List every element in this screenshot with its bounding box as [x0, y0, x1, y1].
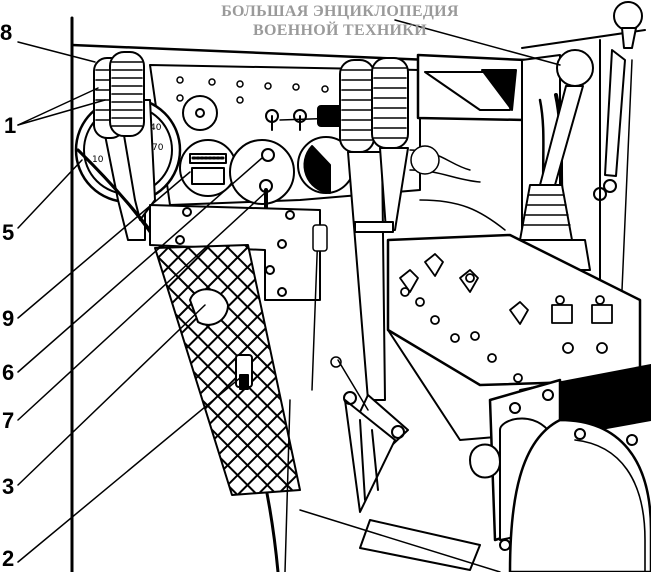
speedometer-tick-40: 40	[150, 123, 162, 133]
top-right-knob	[613, 1, 643, 49]
small-gauge	[182, 95, 218, 131]
half-black-gauge	[297, 136, 355, 194]
callout-leaders	[17, 19, 561, 563]
round-gauge	[229, 139, 295, 212]
callout-8: 8	[0, 20, 13, 45]
hull-frame	[70, 16, 432, 572]
gearbox	[469, 364, 651, 572]
linkage-rods	[311, 224, 369, 411]
watermark-line-2: ВОЕННОЙ ТЕХНИКИ	[253, 22, 427, 39]
floor-pedal	[189, 288, 253, 390]
lower-bar	[359, 519, 481, 571]
callout-9: 9	[2, 306, 15, 331]
callout-3: 3	[2, 474, 15, 499]
pedal-assembly	[343, 391, 409, 513]
callout-1: 1	[4, 113, 17, 138]
right-steering-levers	[339, 57, 409, 401]
left-steering-levers	[93, 51, 156, 241]
floor-plate	[154, 244, 301, 496]
transmission-housing	[386, 233, 642, 441]
speedometer-tick-70: 70	[152, 143, 164, 153]
floor-line	[284, 399, 291, 572]
cables	[409, 145, 506, 231]
speedometer-tick-10: 10	[92, 155, 104, 165]
watermark-line-1: БОЛЬШАЯ ЭНЦИКЛОПЕДИЯ	[221, 3, 459, 20]
side-frame	[149, 204, 321, 301]
callout-2: 2	[2, 546, 15, 571]
callout-5: 5	[2, 220, 15, 245]
callout-6: 6	[2, 360, 15, 385]
vision-block	[416, 53, 527, 122]
toggle-switches	[265, 109, 307, 131]
floor-edge	[299, 509, 501, 572]
panel-rivets	[176, 76, 329, 104]
callout-7: 7	[2, 408, 15, 433]
